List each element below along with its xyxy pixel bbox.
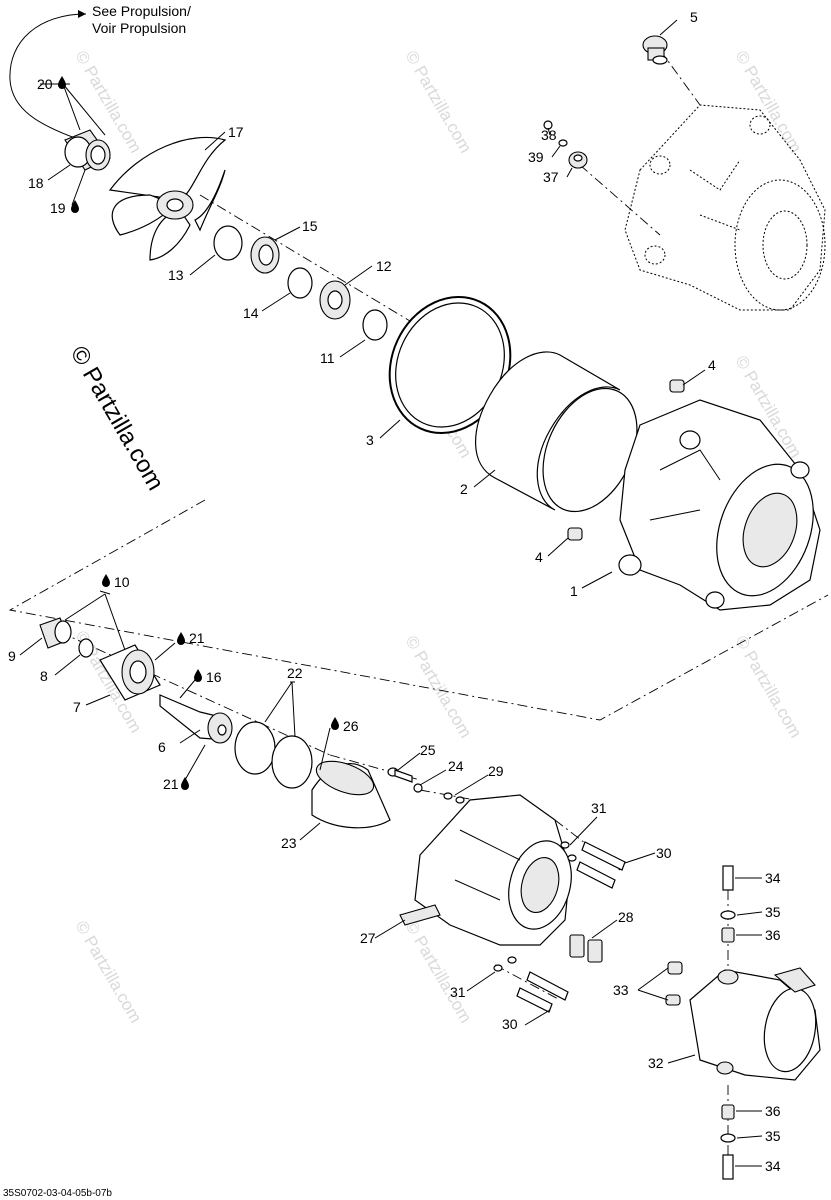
- callout-13: 13: [168, 267, 184, 283]
- part-5-plug: [642, 35, 668, 65]
- part-17-impeller: [108, 136, 227, 261]
- callout-9: 9: [8, 648, 16, 664]
- watermark: © Partzilla.com: [402, 48, 476, 157]
- part-3-wear-ring-seal: [388, 295, 512, 435]
- callout-21: 21: [163, 776, 179, 792]
- callout-33: 33: [613, 982, 629, 998]
- drop-icon: [58, 76, 66, 89]
- part-22-o-rings: [234, 721, 313, 789]
- callout-23: 23: [281, 835, 297, 851]
- part-11-o-ring: [362, 309, 388, 341]
- drop-icon: [194, 669, 202, 682]
- callout-21: 21: [189, 630, 205, 646]
- callout-25: 25: [420, 742, 436, 758]
- watermark: © Partzilla.com: [402, 918, 476, 1027]
- part-14-ring: [287, 267, 313, 299]
- callout-37: 37: [543, 169, 559, 185]
- part-18-sleeve: [64, 129, 111, 171]
- callout-22: 22: [287, 665, 303, 681]
- callout-18: 18: [28, 175, 44, 191]
- drop-icon: [331, 717, 339, 730]
- part-33-bushings: [665, 961, 683, 1006]
- callout-3: 3: [366, 432, 374, 448]
- callout-31: 31: [591, 800, 607, 816]
- note-line-1: See Propulsion/: [92, 3, 191, 19]
- part-12-bearing: [319, 280, 351, 320]
- callout-labels: 1 2 3 4 4 5 6 7 8 9 10 11 12 13 14 15 16…: [8, 9, 781, 1174]
- callout-16: 16: [206, 669, 222, 685]
- drop-icon: [71, 200, 79, 213]
- watermark: © Partzilla.com: [732, 633, 806, 742]
- callout-29: 29: [488, 763, 504, 779]
- part-15-seal: [250, 236, 280, 274]
- part-23-cone: [311, 760, 391, 829]
- callout-10: 10: [114, 574, 130, 590]
- callout-32: 32: [648, 1055, 664, 1071]
- part-9-spacer: [39, 617, 72, 649]
- callout-31: 31: [450, 984, 466, 1000]
- callout-8: 8: [40, 668, 48, 684]
- part-4-bushing: [567, 379, 685, 541]
- see-propulsion-note: See Propulsion/ Voir Propulsion: [9, 3, 191, 139]
- callout-4: 4: [708, 357, 716, 373]
- part-28-sleeves: [569, 934, 603, 963]
- callout-36: 36: [765, 1103, 781, 1119]
- watermark: © Partzilla.com: [732, 48, 806, 157]
- callout-1: 1: [570, 583, 578, 599]
- callout-6: 6: [158, 739, 166, 755]
- drop-icon: [181, 777, 189, 790]
- watermark-main: © Partzilla.com: [65, 342, 169, 496]
- bolts-30-31-bottom: [493, 956, 569, 1013]
- callout-5: 5: [690, 9, 698, 25]
- callout-4: 4: [535, 549, 543, 565]
- callout-34: 34: [765, 1158, 781, 1174]
- callout-27: 27: [360, 930, 376, 946]
- callout-28: 28: [618, 909, 634, 925]
- callout-30: 30: [656, 845, 672, 861]
- callout-24: 24: [448, 758, 464, 774]
- callout-7: 7: [73, 699, 81, 715]
- part-27-venturi: [399, 794, 572, 946]
- callout-35: 35: [765, 1128, 781, 1144]
- callout-35: 35: [765, 904, 781, 920]
- callout-14: 14: [243, 305, 259, 321]
- callout-11: 11: [320, 350, 335, 366]
- callout-15: 15: [302, 218, 318, 234]
- callout-39: 39: [528, 149, 544, 165]
- callout-38: 38: [541, 127, 557, 143]
- part-2-wear-ring: [474, 351, 638, 513]
- drop-icon: [177, 632, 185, 645]
- callout-17: 17: [228, 124, 244, 140]
- part-1-pump-housing: [618, 399, 821, 611]
- part-32-nozzle: [689, 967, 821, 1081]
- housing-reference: [624, 104, 826, 311]
- part-6-shaft: [159, 694, 233, 744]
- callout-2: 2: [460, 481, 468, 497]
- watermark: © Partzilla.com: [72, 918, 146, 1027]
- diagram-code: 35S0702-03-04-05b-07b: [3, 1188, 112, 1199]
- leader-lines: [19, 19, 763, 1167]
- callout-36: 36: [765, 927, 781, 943]
- arrow-head-icon: [78, 10, 86, 18]
- lubricant-drops: [58, 76, 339, 790]
- part-38-39-37: [543, 120, 588, 169]
- callout-20: 20: [37, 76, 53, 92]
- callout-12: 12: [376, 258, 392, 274]
- callout-26: 26: [343, 718, 359, 734]
- part-8-o-ring: [78, 638, 94, 658]
- callout-30: 30: [502, 1016, 518, 1032]
- parts-24-25-29: [387, 767, 465, 804]
- callout-19: 19: [50, 200, 66, 216]
- note-arrow-line: [9, 13, 87, 139]
- bolts-30-31-top: [560, 841, 626, 889]
- callout-34: 34: [765, 870, 781, 886]
- part-7-bearing: [99, 644, 161, 701]
- parts-34-35-36: [720, 865, 736, 1180]
- watermark: © Partzilla.com: [402, 633, 476, 742]
- part-13-circlip: [213, 225, 243, 261]
- drop-icon: [102, 574, 110, 587]
- note-line-2: Voir Propulsion: [92, 20, 186, 36]
